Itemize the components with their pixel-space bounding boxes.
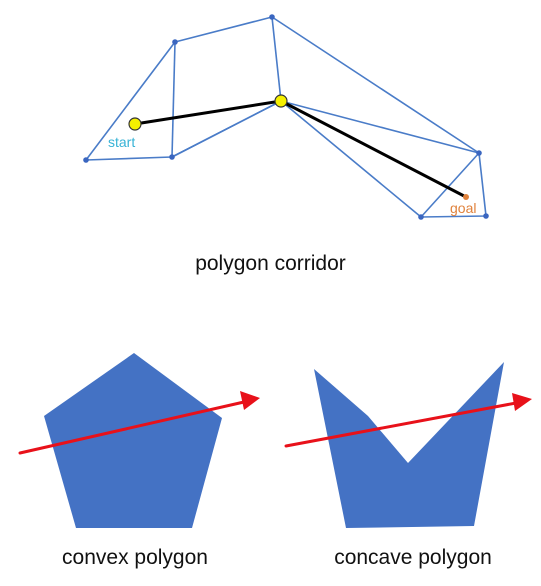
corridor-vertex (483, 213, 489, 219)
goal-dot (463, 194, 469, 200)
corridor-edges (85, 16, 487, 218)
corridor-edge-a (171, 41, 176, 158)
corridor-vertices (83, 14, 489, 220)
convex-arrow-head (240, 391, 260, 410)
concave-arrow-shaft (284, 401, 518, 448)
corridor-vertex (476, 150, 482, 156)
corridor-edge-d (280, 100, 480, 154)
corridor-edge-e (420, 152, 480, 218)
convex-polygon (44, 353, 222, 528)
corridor-vertex (269, 14, 275, 20)
convex-caption: convex polygon (62, 546, 208, 569)
corridor-vertex (172, 39, 178, 45)
corridor-edge-b (171, 100, 282, 158)
shortest-path (133, 99, 468, 199)
concave-polygon (314, 362, 504, 528)
corridor-edge-c (271, 16, 282, 102)
corridor-vertex (83, 157, 89, 163)
corridor-vertex (169, 154, 175, 160)
convex-arrow-shaft (18, 400, 246, 455)
corner-waypoint (274, 94, 288, 108)
corridor-caption: polygon corridor (195, 252, 346, 275)
start-waypoint (128, 117, 142, 131)
concave-caption: concave polygon (334, 546, 492, 569)
concave-arrow-head (512, 393, 532, 411)
goal-label: goal (450, 200, 476, 216)
corridor-outline (85, 16, 487, 218)
corridor-vertex (418, 214, 424, 220)
start-label: start (108, 134, 135, 150)
